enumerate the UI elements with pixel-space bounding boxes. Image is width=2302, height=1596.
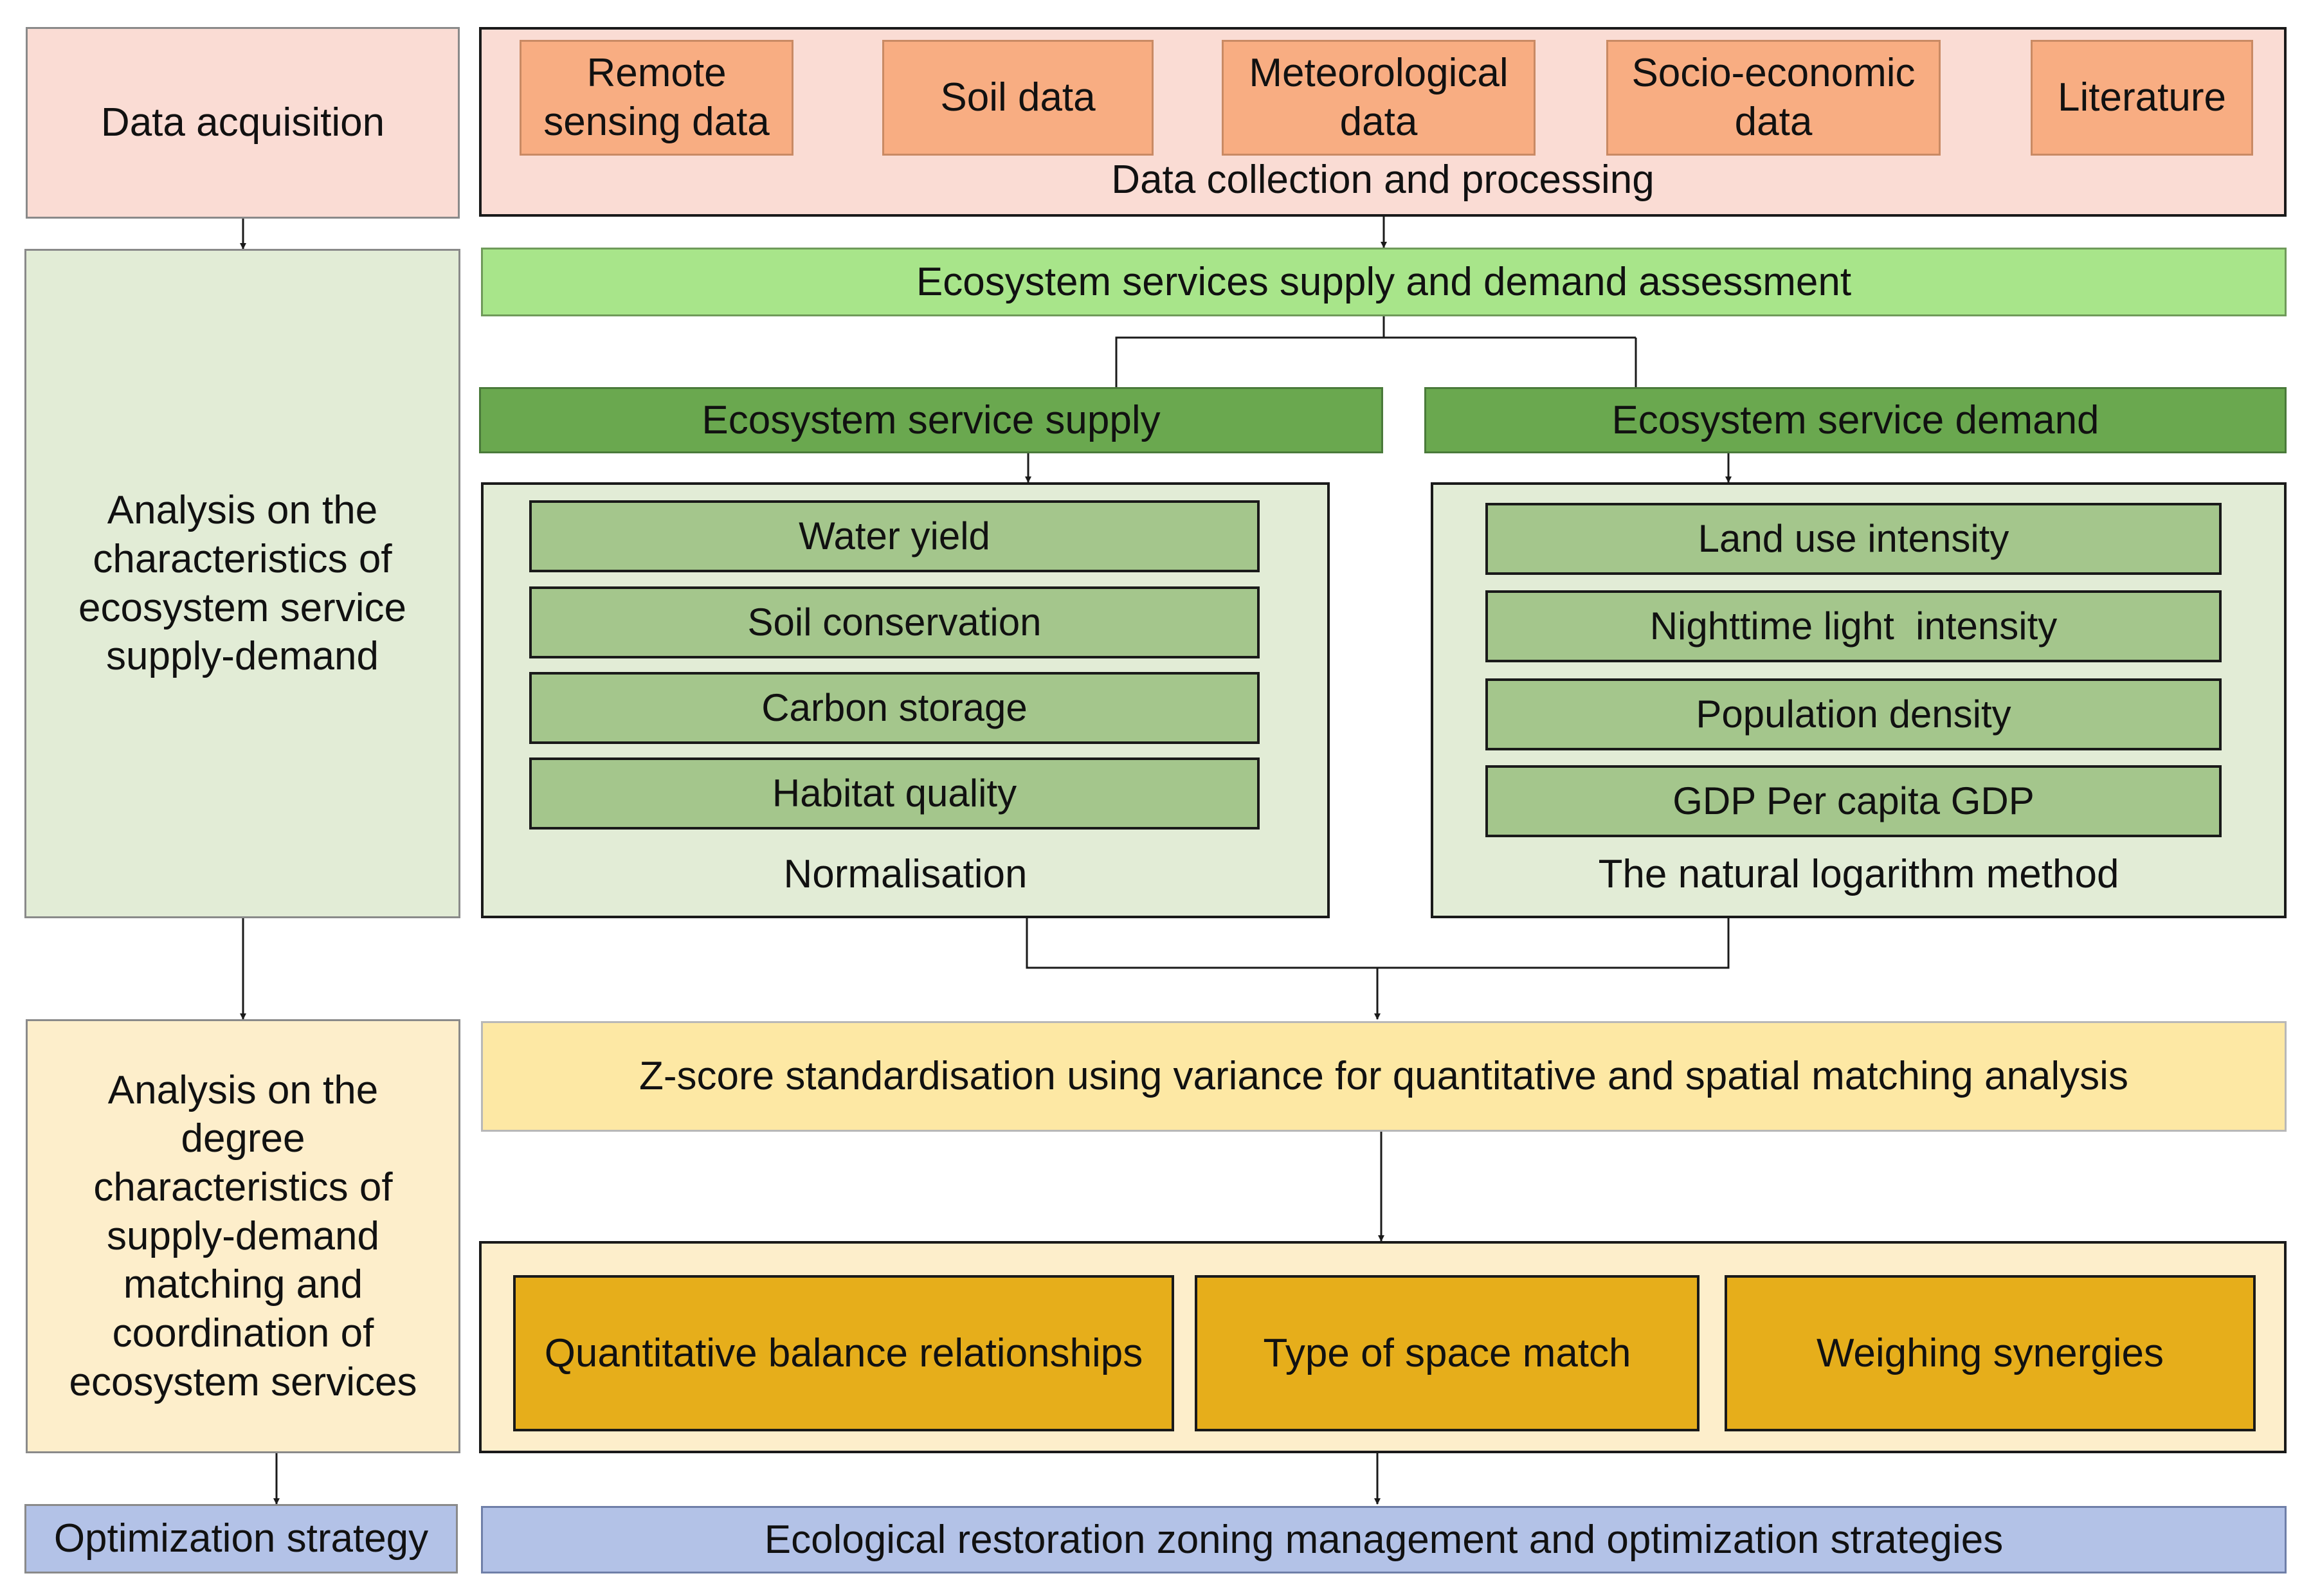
split-line <box>1115 316 1385 387</box>
zscore-band: Z-score standardisation using variance f… <box>481 1021 2287 1132</box>
demand-item-population: Population density <box>1485 678 2222 750</box>
outcome-space-match: Type of space match <box>1195 1275 1699 1431</box>
demand-item-land-use: Land use intensity <box>1485 503 2222 575</box>
supply-method-label: Normalisation <box>783 852 1028 896</box>
supply-title: Ecosystem service supply <box>479 387 1383 453</box>
supply-item-soil-conservation: Soil conservation <box>529 586 1260 658</box>
source-meteorological: Meteorological data <box>1222 40 1536 156</box>
demand-item-gdp: GDP Per capita GDP <box>1485 765 2222 837</box>
data-collection-label: Data collection and processing <box>1111 158 1654 202</box>
final-strategy-band: Ecological restoration zoning management… <box>481 1506 2287 1573</box>
outcome-quantitative-balance: Quantitative balance relationships <box>513 1275 1174 1431</box>
supply-item-habitat-quality: Habitat quality <box>529 757 1260 830</box>
merge-line <box>1026 918 1730 969</box>
outcome-weighing-synergies: Weighing synergies <box>1725 1275 2256 1431</box>
demand-item-nighttime-light: Nighttime light intensity <box>1485 590 2222 662</box>
demand-title: Ecosystem service demand <box>1424 387 2287 453</box>
supply-item-water-yield: Water yield <box>529 500 1260 572</box>
source-remote-sensing: Remote sensing data <box>520 40 793 156</box>
stage-data-acquisition: Data acquisition <box>26 27 460 219</box>
demand-method-label: The natural logarithm method <box>1598 852 2119 896</box>
supply-item-carbon-storage: Carbon storage <box>529 672 1260 744</box>
source-literature: Literature <box>2031 40 2253 156</box>
source-soil-data: Soil data <box>882 40 1154 156</box>
source-socio-economic: Socio-economic data <box>1606 40 1941 156</box>
stage-optimization: Optimization strategy <box>24 1504 458 1573</box>
stage-matching-analysis: Analysis on the degree characteristics o… <box>26 1019 460 1453</box>
assessment-title: Ecosystem services supply and demand ass… <box>481 248 2287 316</box>
stage-supply-demand-analysis: Analysis on the characteristics of ecosy… <box>24 249 460 918</box>
